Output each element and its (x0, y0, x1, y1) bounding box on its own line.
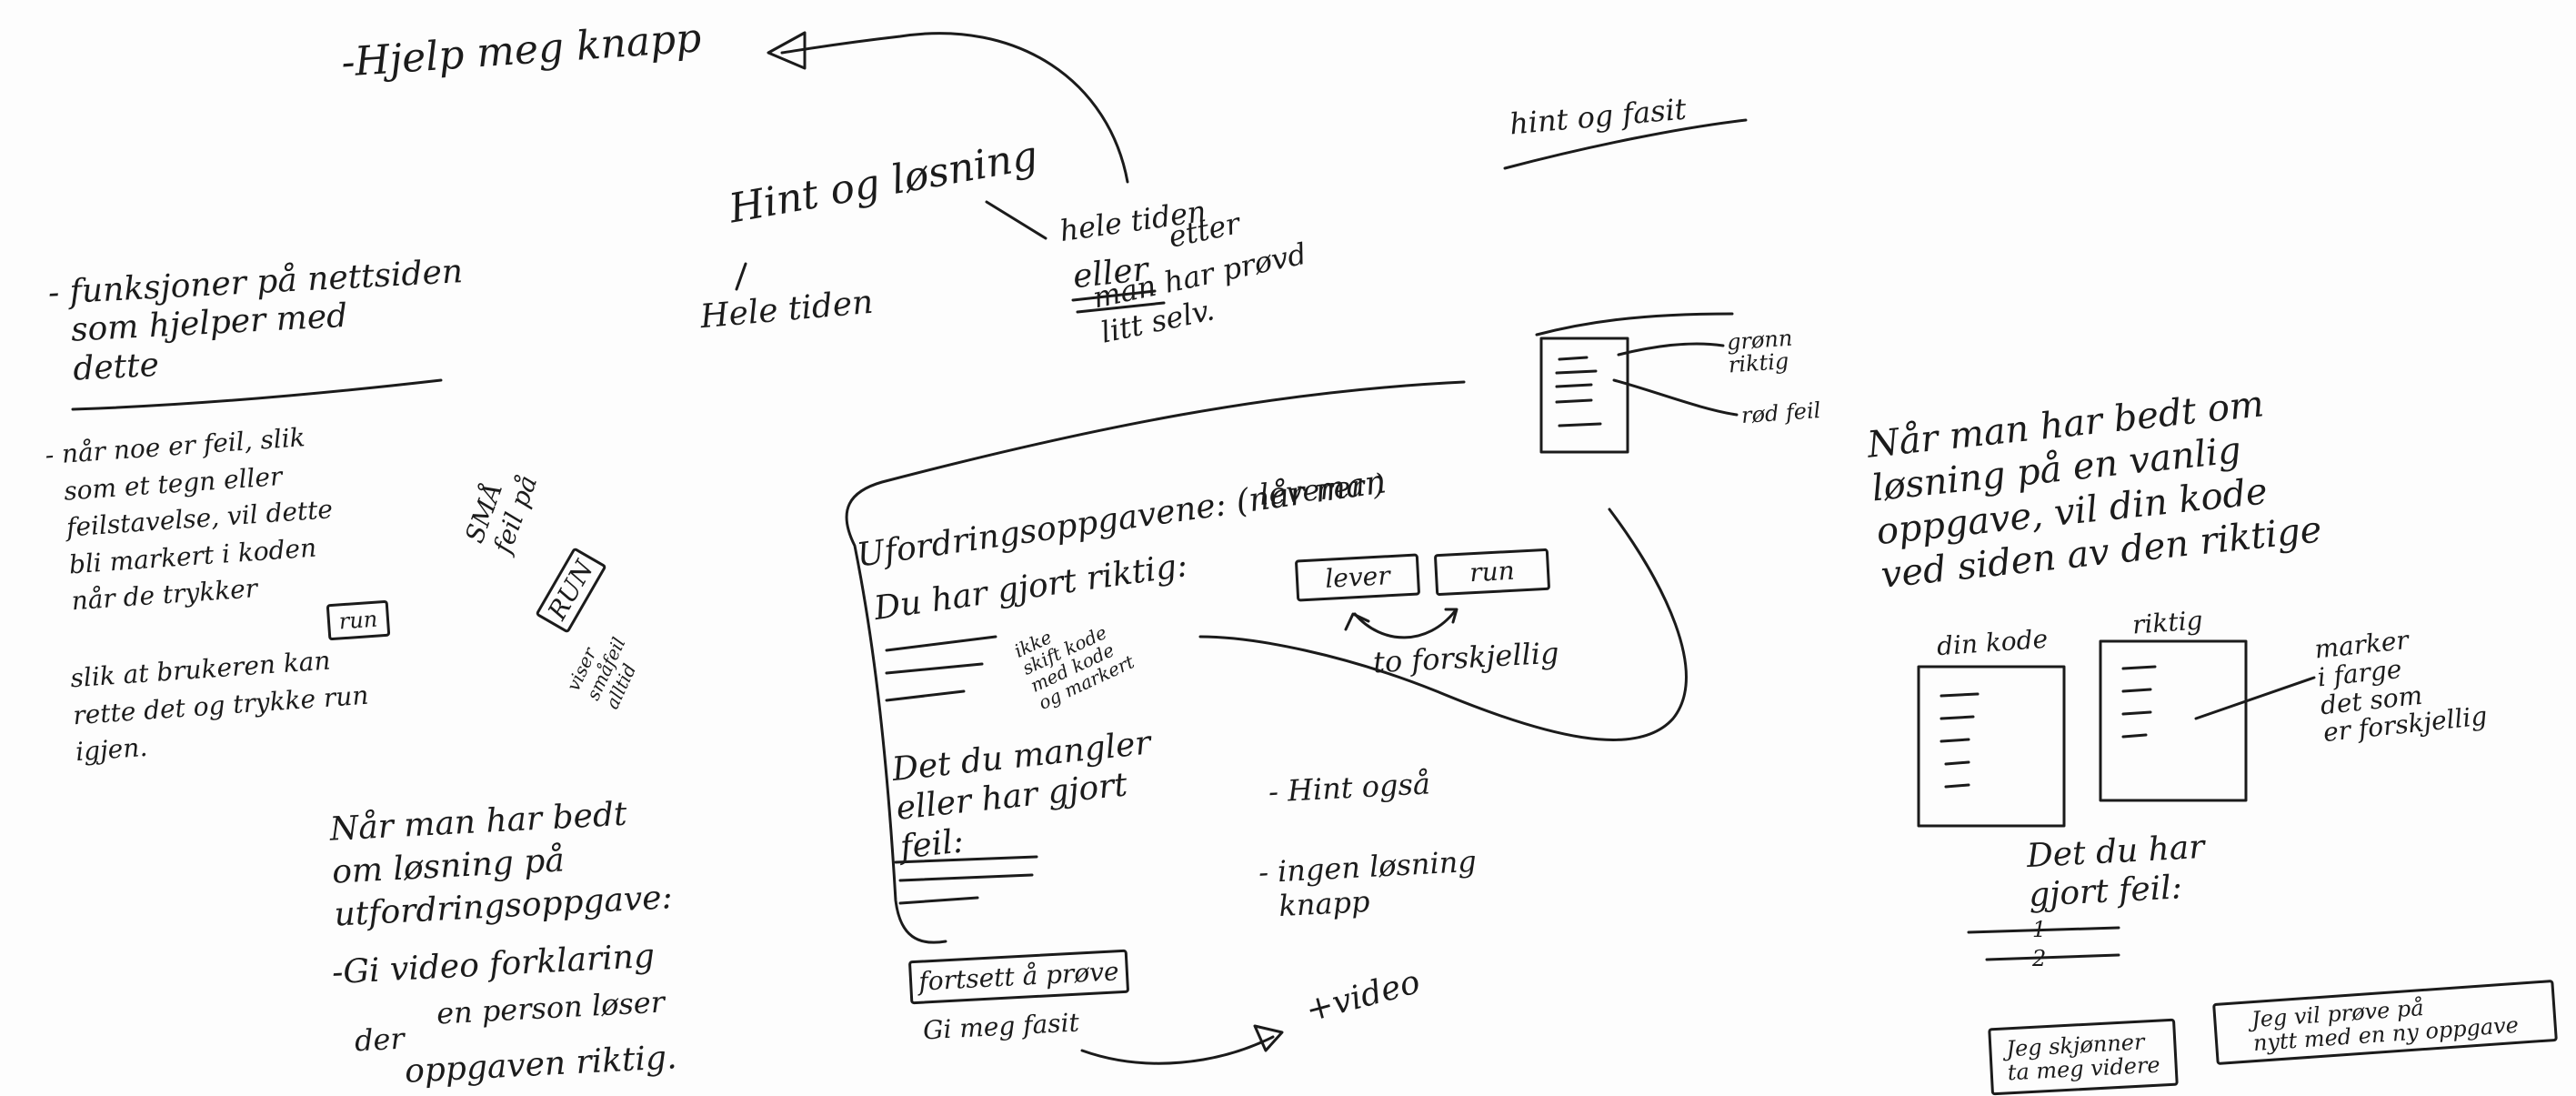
left-body: - når noe er feil, slik som et tegn elle… (44, 422, 334, 618)
mock-line-5 (1558, 422, 1602, 427)
din-kode-line-1 (1940, 692, 1980, 698)
feil-line-c (898, 896, 979, 905)
mock-line-4 (1555, 398, 1593, 404)
no-solution-button-note: - ingen løsning knapp (1258, 843, 1478, 924)
arrowhead-run (1444, 608, 1458, 624)
underline-eller (1071, 289, 1157, 302)
riktig-line-3 (2121, 710, 2152, 716)
left-heading: - funksjoner på nettsiden som hjelper me… (46, 253, 464, 389)
mock-screen (1539, 337, 1629, 454)
arrowhead-video (1253, 1024, 1284, 1052)
run-button[interactable]: run (1433, 548, 1551, 597)
riktig-line-4 (2121, 733, 2148, 739)
riktig-box (2099, 639, 2248, 802)
correct-label: riktig (2130, 605, 2204, 640)
divider-hele-tiden (1076, 301, 1166, 314)
connector-hint-left (735, 262, 747, 291)
din-kode-line-5 (1944, 783, 1970, 789)
line-to-marker (2194, 676, 2316, 720)
riktig-line-b (885, 662, 984, 675)
riktig-line-a (885, 635, 997, 652)
list-number-2: 2 (2032, 946, 2047, 971)
underline-hint-fasit (1503, 118, 1748, 170)
arrowhead-lever (1344, 612, 1370, 631)
challenge-region-right (1198, 508, 1688, 741)
din-kode-line-3 (1940, 738, 1970, 743)
connector-hint-right (985, 200, 1047, 240)
feil-line-b (898, 873, 1034, 882)
din-kode-box (1917, 665, 2066, 828)
challenge-solution-heading: Når man har bedt om løsning på utfordrin… (328, 795, 674, 934)
mock-line-3 (1555, 383, 1593, 388)
mock-line-2 (1555, 369, 1598, 375)
mock-line-1 (1558, 356, 1589, 361)
green-correct-note: grønn riktig (1726, 325, 1794, 378)
underline-left-heading (71, 378, 443, 411)
lever-run-connector (1353, 609, 1457, 639)
fasit-video-arrow (1080, 1035, 1275, 1065)
din-kode-line-4 (1944, 760, 1970, 766)
riktig-line-2 (2121, 688, 2152, 693)
line-to-gronn (1617, 342, 1725, 357)
mark-in-color-note: marker i farge det som er forskjellig (2312, 624, 2489, 749)
run-inline-button[interactable]: run (326, 599, 391, 641)
feil-line-a (894, 855, 1038, 864)
list-number-1: 1 (2032, 917, 2047, 942)
list-line-1 (1967, 926, 2120, 934)
lever-button[interactable]: lever (1294, 553, 1421, 602)
list-line-2 (1985, 953, 2120, 961)
challenge-region (845, 380, 1466, 944)
where-label: der (353, 1021, 406, 1059)
what-you-did-wrong-label: Det du har gjort feil: (2025, 828, 2206, 915)
arrowhead-help (767, 31, 807, 70)
riktig-line-1 (2121, 665, 2157, 670)
mock-top-border (1535, 312, 1734, 337)
understand-continue-button[interactable]: Jeg skjønner ta meg videre (1988, 1018, 2179, 1096)
din-kode-line-2 (1940, 715, 1975, 720)
left-body-after: slik at brukeren kan rette det og trykke… (69, 645, 370, 768)
riktig-line-c (885, 689, 966, 702)
line-to-rod (1612, 378, 1739, 417)
arrow-to-help-button (780, 32, 1129, 184)
